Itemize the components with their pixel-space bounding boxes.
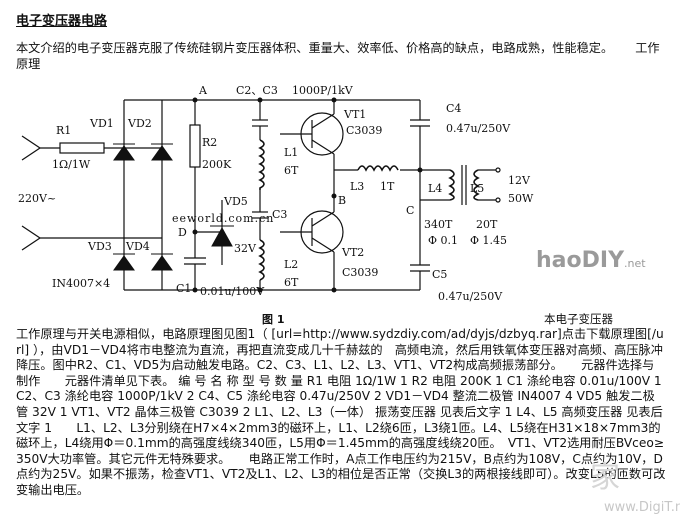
l5-label: L5 <box>470 182 484 195</box>
output-power: 50W <box>508 192 534 205</box>
node-b-label: B <box>338 194 346 207</box>
diode-type-label: IN4007×4 <box>52 277 110 290</box>
site-logo: haoDIY.net <box>536 248 646 273</box>
l5-turns: 20T <box>476 218 498 231</box>
node-a-label: A <box>198 84 208 97</box>
figure-caption: 本电子变压器 <box>544 312 613 326</box>
l4-turns: 340T <box>424 218 453 231</box>
body-text: 工作原理与开关电源相似，电路原理图见图1（ [url=http://www.sy… <box>16 327 666 497</box>
c2c3-label: C2、C3 <box>236 84 278 97</box>
vd3-label: VD3 <box>87 240 112 253</box>
vt2-label: VT2 <box>341 246 364 259</box>
vt1-label: VT1 <box>343 108 366 121</box>
output-voltage: 12V <box>508 174 531 187</box>
vt2-type: C3039 <box>342 266 378 279</box>
c1-value: 0.01u/100V <box>200 285 265 298</box>
l2-label: L2 <box>284 258 298 271</box>
circuit-schematic: eeworld.com.cn A B C D R1 1Ω/1W VD1 VD2 … <box>18 84 534 303</box>
c4-label: C4 <box>446 102 461 115</box>
vd5-value: 32V <box>234 242 257 255</box>
c1-label: C1 <box>176 282 191 295</box>
watermark-jia: 家 <box>590 460 620 495</box>
figure-label: 图 1 <box>262 313 285 326</box>
l3-label: L3 <box>350 180 364 193</box>
r1-value: 1Ω/1W <box>52 158 91 171</box>
intro-text: 本文介绍的电子变压器克服了传统硅钢片变压器体积、重量大、效率低、价格高的缺点，电… <box>16 41 614 55</box>
c5-label: C5 <box>432 268 447 281</box>
l2-value: 6T <box>284 276 299 289</box>
node-c-label: C <box>406 204 414 217</box>
section-heading: 工作原理 <box>16 41 660 71</box>
c4-value: 0.47u/250V <box>446 122 511 135</box>
l4-wire: Φ 0.1 <box>428 234 458 247</box>
r2-value: 200K <box>202 158 232 171</box>
vd2-label: VD2 <box>127 117 152 130</box>
l4-label: L4 <box>428 182 442 195</box>
article-title: 电子变压器电路 <box>16 14 108 29</box>
intro-paragraph: 本文介绍的电子变压器克服了传统硅钢片变压器体积、重量大、效率低、价格高的缺点，电… <box>16 40 666 72</box>
r1-label: R1 <box>56 124 71 137</box>
c3-label: C3 <box>272 208 287 221</box>
l1-value: 6T <box>284 164 299 177</box>
vd5-label: VD5 <box>223 195 248 208</box>
vd1-label: VD1 <box>89 117 114 130</box>
input-voltage-label: 220V~ <box>18 192 56 205</box>
node-d-label: D <box>178 226 187 239</box>
vt1-type: C3039 <box>346 124 382 137</box>
c2c3-value: 1000P/1kV <box>292 84 354 97</box>
l5-wire: Φ 1.45 <box>470 234 507 247</box>
l1-label: L1 <box>284 146 298 159</box>
c5-value: 0.47u/250V <box>438 290 503 303</box>
l3-value: 1T <box>380 180 395 193</box>
schematic-watermark: eeworld.com.cn <box>172 212 274 225</box>
vd4-label: VD4 <box>125 240 150 253</box>
watermark-site: www.DigiT.net <box>604 500 680 515</box>
r2-label: R2 <box>202 136 217 149</box>
